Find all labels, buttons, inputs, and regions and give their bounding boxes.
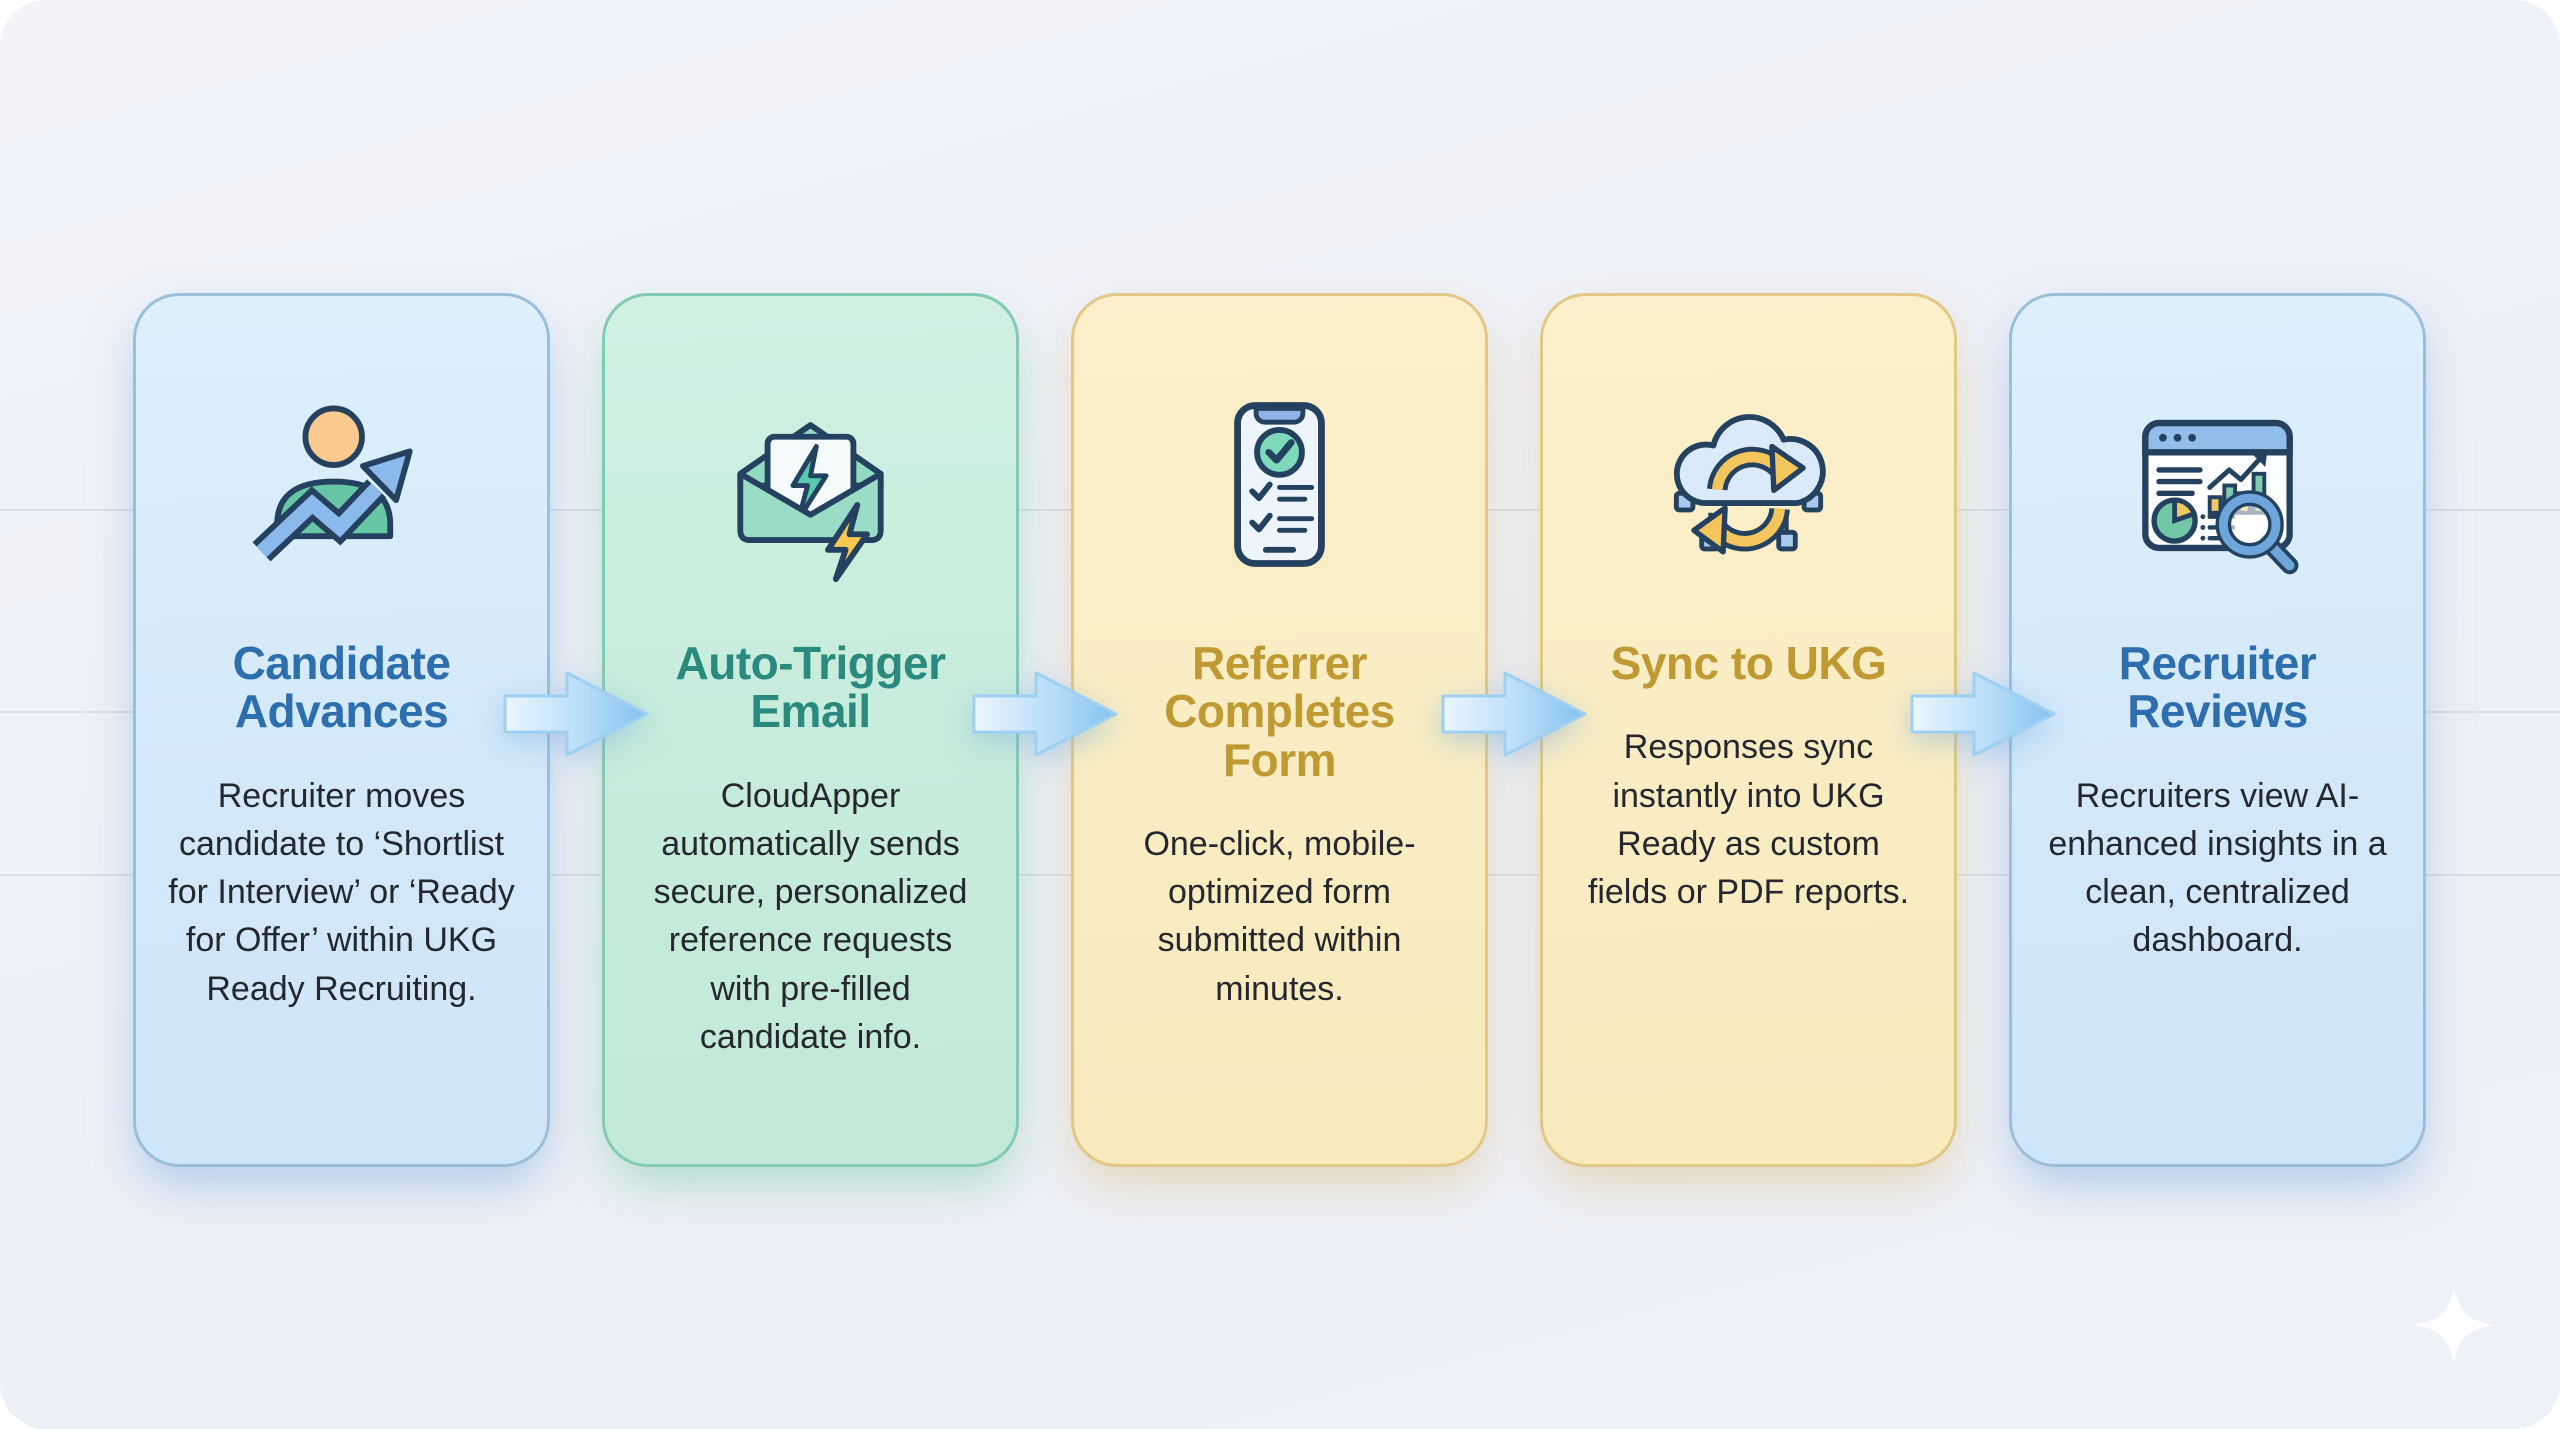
step-description: Recruiters view AI-enhanced insights in … xyxy=(2048,776,2387,960)
step-title: Auto-Trigger Email xyxy=(675,637,946,738)
step-title: Referrer Completes Form xyxy=(1164,637,1395,786)
step-description: Responses sync instantly into UKG Ready … xyxy=(1587,728,1910,912)
email-lightning-icon xyxy=(713,388,908,583)
step-title: Recruiter Reviews xyxy=(2118,637,2317,738)
arrow-right-icon xyxy=(1439,661,1589,767)
sparkle-icon xyxy=(2412,1283,2496,1367)
workflow-steps: Candidate Advances Recruiter moves candi… xyxy=(133,293,2426,1167)
arrow-right-icon xyxy=(970,661,1120,767)
step-card-referrer-completes-form: Referrer Completes Form One-click, mobil… xyxy=(1071,293,1488,1167)
step-card-recruiter-reviews: Recruiter Reviews Recruiters view AI-enh… xyxy=(2009,293,2426,1167)
phone-checklist-icon xyxy=(1182,388,1377,583)
step-description: Recruiter moves candidate to ‘Shortlist … xyxy=(168,776,515,1008)
step-card-auto-trigger-email: Auto-Trigger Email CloudApper automatica… xyxy=(602,293,1019,1167)
step-title: Candidate Advances xyxy=(232,637,451,738)
arrow-right-icon xyxy=(1908,661,2058,767)
cloud-sync-icon xyxy=(1651,388,1846,583)
step-description: One-click, mobile-optimized form submitt… xyxy=(1143,824,1416,1008)
arrow-right-icon xyxy=(501,661,651,767)
candidate-growth-icon xyxy=(244,388,439,583)
step-card-sync-to-ukg: Sync to UKG Responses sync instantly int… xyxy=(1540,293,1957,1167)
step-card-candidate-advances: Candidate Advances Recruiter moves candi… xyxy=(133,293,550,1167)
step-description: CloudApper automatically sends secure, p… xyxy=(653,776,968,1056)
step-title: Sync to UKG xyxy=(1610,637,1887,689)
dashboard-insights-icon xyxy=(2120,388,2315,583)
